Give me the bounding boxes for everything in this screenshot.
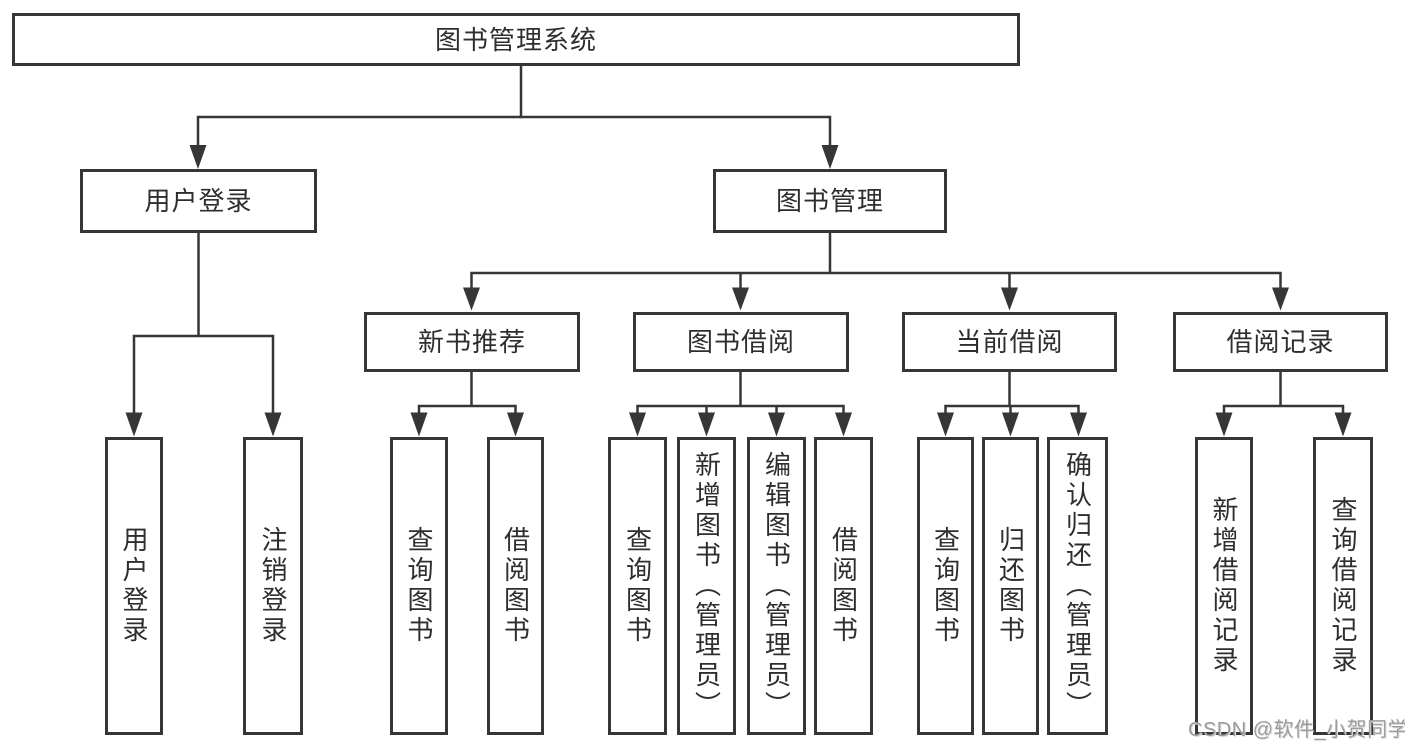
node-new-book-recommend-label: 新书推荐: [417, 327, 526, 357]
node-edit-book-admin: 编辑图书（管理员）: [747, 437, 806, 735]
node-current-borrow: 当前借阅: [902, 312, 1117, 372]
node-user-login-group-label: 用户登录: [144, 186, 253, 216]
node-new-book-recommend: 新书推荐: [364, 312, 580, 372]
node-borrow-records: 借阅记录: [1173, 312, 1388, 372]
node-return-book: 归还图书: [982, 437, 1039, 735]
node-query-books-2: 查询图书: [608, 437, 667, 735]
node-borrow-books-1-label: 借阅图书: [500, 526, 531, 646]
node-user-login-group: 用户登录: [80, 169, 317, 233]
node-borrow-records-label: 借阅记录: [1226, 327, 1335, 357]
node-add-book-admin: 新增图书（管理员）: [677, 437, 736, 735]
node-logout-label: 注销登录: [258, 526, 288, 646]
node-user-login: 用户登录: [105, 437, 163, 735]
node-book-borrow-label: 图书借阅: [686, 327, 795, 357]
node-library-system-label: 图书管理系统: [434, 24, 597, 55]
node-return-book-label: 归还图书: [995, 526, 1026, 646]
node-logout: 注销登录: [243, 437, 303, 735]
node-edit-book-admin-label: 编辑图书（管理员）: [761, 451, 792, 721]
node-book-management-label: 图书管理: [775, 186, 884, 216]
node-book-borrow: 图书借阅: [633, 312, 849, 372]
node-borrow-books-1: 借阅图书: [487, 437, 544, 735]
node-query-books-2-label: 查询图书: [622, 526, 653, 646]
node-add-borrow-record-label: 新增借阅记录: [1209, 496, 1239, 676]
node-query-books-1-label: 查询图书: [404, 526, 434, 646]
node-borrow-books-2: 借阅图书: [814, 437, 873, 735]
arrowheads: [125, 145, 1352, 437]
node-current-borrow-label: 当前借阅: [955, 327, 1064, 357]
node-query-books-3-label: 查询图书: [930, 526, 961, 646]
node-confirm-return-admin-label: 确认归还（管理员）: [1062, 451, 1093, 721]
node-add-book-admin-label: 新增图书（管理员）: [691, 451, 722, 721]
node-confirm-return-admin: 确认归还（管理员）: [1047, 437, 1108, 735]
node-user-login-label: 用户登录: [119, 526, 149, 646]
node-query-borrow-record-label: 查询借阅记录: [1328, 496, 1358, 676]
node-query-borrow-record: 查询借阅记录: [1313, 437, 1373, 735]
watermark: CSDN @软件_小贺同学: [1188, 719, 1405, 741]
node-query-books-1: 查询图书: [390, 437, 448, 735]
node-add-borrow-record: 新增借阅记录: [1195, 437, 1253, 735]
node-library-system: 图书管理系统: [12, 13, 1020, 66]
node-book-management: 图书管理: [713, 169, 947, 233]
node-query-books-3: 查询图书: [917, 437, 974, 735]
node-borrow-books-2-label: 借阅图书: [828, 526, 859, 646]
